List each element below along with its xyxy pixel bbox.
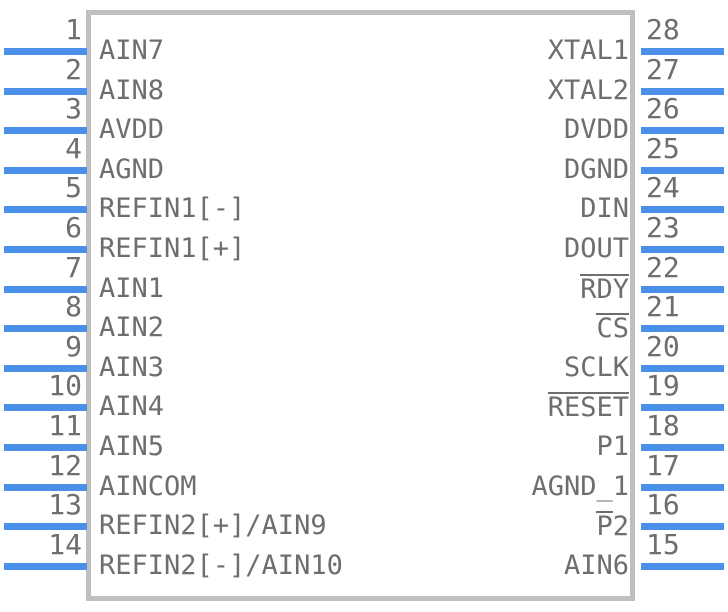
pin-name-2: AIN8 xyxy=(99,74,165,106)
pin-wire-12[interactable] xyxy=(4,483,87,491)
pin-wire-18[interactable] xyxy=(641,444,724,451)
pin-number-23: 23 xyxy=(646,211,680,244)
pin-name-6: REFIN1[+] xyxy=(99,233,246,264)
pin-number-7: 7 xyxy=(65,250,82,284)
pin-number-8: 8 xyxy=(65,290,82,324)
pin-number-20: 20 xyxy=(646,329,680,363)
pin-wire-7[interactable] xyxy=(4,285,87,293)
pin-wire-4[interactable] xyxy=(4,166,87,174)
pin-wire-1[interactable] xyxy=(4,48,87,55)
pin-wire-16[interactable] xyxy=(641,523,724,531)
pin-number-27: 27 xyxy=(646,52,680,86)
pin-wire-3[interactable] xyxy=(4,127,87,135)
pin-wire-10[interactable] xyxy=(4,404,87,412)
pin-name-19: RESET xyxy=(547,392,629,424)
pin-number-2: 2 xyxy=(65,52,82,86)
pin-number-5: 5 xyxy=(65,171,82,205)
pin-number-17: 17 xyxy=(646,448,680,482)
pin-number-22: 22 xyxy=(646,250,680,284)
pin-number-18: 18 xyxy=(646,409,680,442)
pin-number-24: 24 xyxy=(646,171,680,205)
pin-wire-2[interactable] xyxy=(4,87,87,95)
pin-wire-25[interactable] xyxy=(641,166,724,174)
pin-name-28: XTAL1 xyxy=(547,35,629,66)
pin-name-13: REFIN2[+]/AIN9 xyxy=(99,510,327,542)
pin-wire-9[interactable] xyxy=(4,364,87,372)
pin-name-overline-19: RESET xyxy=(547,392,629,424)
pin-number-14: 14 xyxy=(48,527,82,561)
pin-name-4: AGND xyxy=(99,153,165,185)
pin-wire-23[interactable] xyxy=(641,246,724,253)
pin-number-9: 9 xyxy=(65,329,82,363)
pin-name-11: AIN5 xyxy=(99,431,165,462)
pin-wire-20[interactable] xyxy=(641,364,724,372)
pin-wire-24[interactable] xyxy=(641,206,724,214)
pin-name-26: DVDD xyxy=(563,114,629,146)
pin-name-22: RDY xyxy=(580,273,629,305)
pin-name-3: AVDD xyxy=(99,114,165,146)
pin-name-12: AINCOM xyxy=(99,470,197,502)
pin-name-overline-21: CS xyxy=(596,313,629,345)
pin-wire-13[interactable] xyxy=(4,523,87,531)
pin-wire-27[interactable] xyxy=(641,87,724,95)
pin-name-16: P2 xyxy=(596,511,629,542)
pin-wire-11[interactable] xyxy=(4,444,87,451)
pin-name-17: AGND_1 xyxy=(531,470,629,502)
pin-wire-17[interactable] xyxy=(641,483,724,491)
pin-wire-8[interactable] xyxy=(4,325,87,333)
pin-name-10: AIN4 xyxy=(99,391,165,423)
pin-wire-19[interactable] xyxy=(641,404,724,412)
pin-wire-15[interactable] xyxy=(641,562,724,570)
pin-name-text-16: 2 xyxy=(612,511,629,543)
pin-number-11: 11 xyxy=(48,409,82,442)
pin-wire-28[interactable] xyxy=(641,48,724,55)
pin-name-1: AIN7 xyxy=(99,35,165,66)
pin-wire-5[interactable] xyxy=(4,206,87,214)
pin-name-20: SCLK xyxy=(563,351,629,383)
pin-name-9: AIN3 xyxy=(99,351,165,383)
pin-number-19: 19 xyxy=(646,369,680,403)
pin-number-21: 21 xyxy=(646,290,680,324)
pin-name-8: AIN2 xyxy=(99,312,165,344)
pin-wire-22[interactable] xyxy=(641,285,724,293)
pin-wire-6[interactable] xyxy=(4,246,87,253)
pin-number-3: 3 xyxy=(65,92,82,126)
pin-name-overline-22: RDY xyxy=(580,273,629,305)
pin-name-23: DOUT xyxy=(563,233,629,264)
pin-name-18: P1 xyxy=(596,431,629,462)
pin-name-7: AIN1 xyxy=(99,272,165,304)
ic-body-outline xyxy=(86,10,635,601)
pin-name-24: DIN xyxy=(580,193,629,225)
pin-number-6: 6 xyxy=(65,211,82,244)
pin-name-15: AIN6 xyxy=(563,549,629,581)
pin-number-15: 15 xyxy=(646,527,680,561)
pin-number-26: 26 xyxy=(646,92,680,126)
pin-name-21: CS xyxy=(596,313,629,344)
pin-number-1: 1 xyxy=(65,13,82,46)
pin-wire-21[interactable] xyxy=(641,325,724,333)
pin-number-13: 13 xyxy=(48,488,82,522)
pin-wire-26[interactable] xyxy=(641,127,724,135)
pin-name-overline-16: P xyxy=(596,511,613,543)
pin-name-25: DGND xyxy=(563,153,629,185)
pin-number-16: 16 xyxy=(646,488,680,522)
pin-wire-14[interactable] xyxy=(4,562,87,570)
pin-name-27: XTAL2 xyxy=(547,74,629,106)
pin-name-14: REFIN2[-]/AIN10 xyxy=(99,549,343,581)
pin-number-25: 25 xyxy=(646,131,680,165)
pin-number-28: 28 xyxy=(646,13,680,46)
pin-number-12: 12 xyxy=(48,448,82,482)
pin-name-5: REFIN1[-] xyxy=(99,193,246,225)
pin-number-4: 4 xyxy=(65,131,82,165)
pin-number-10: 10 xyxy=(48,369,82,403)
